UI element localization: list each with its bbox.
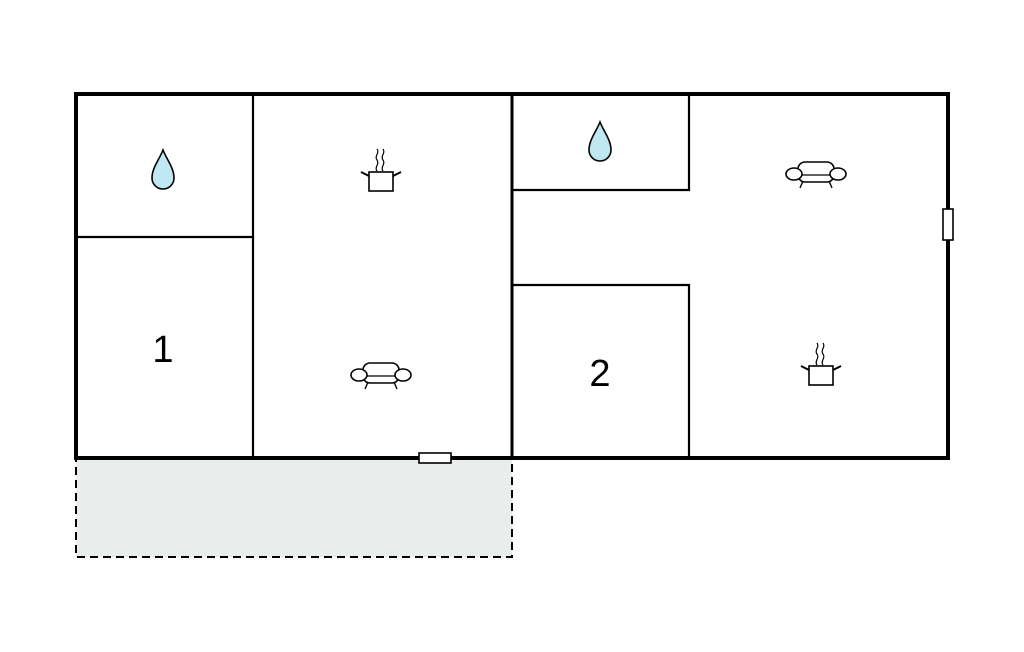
- sofa-icon: [350, 362, 412, 390]
- cooking-pot-icon: [360, 148, 402, 192]
- door-bottom: [418, 452, 452, 464]
- sofa-icon: [785, 161, 847, 189]
- water-drop-icon: [151, 149, 175, 190]
- door-right: [942, 208, 954, 241]
- exterior-wall: [74, 92, 950, 460]
- room-label-1: 1: [152, 329, 173, 371]
- water-drop-icon: [588, 121, 612, 162]
- interior-walls: [74, 92, 691, 460]
- cooking-pot-icon: [800, 342, 842, 386]
- terrace: [75, 457, 513, 558]
- room-label-2: 2: [589, 353, 610, 395]
